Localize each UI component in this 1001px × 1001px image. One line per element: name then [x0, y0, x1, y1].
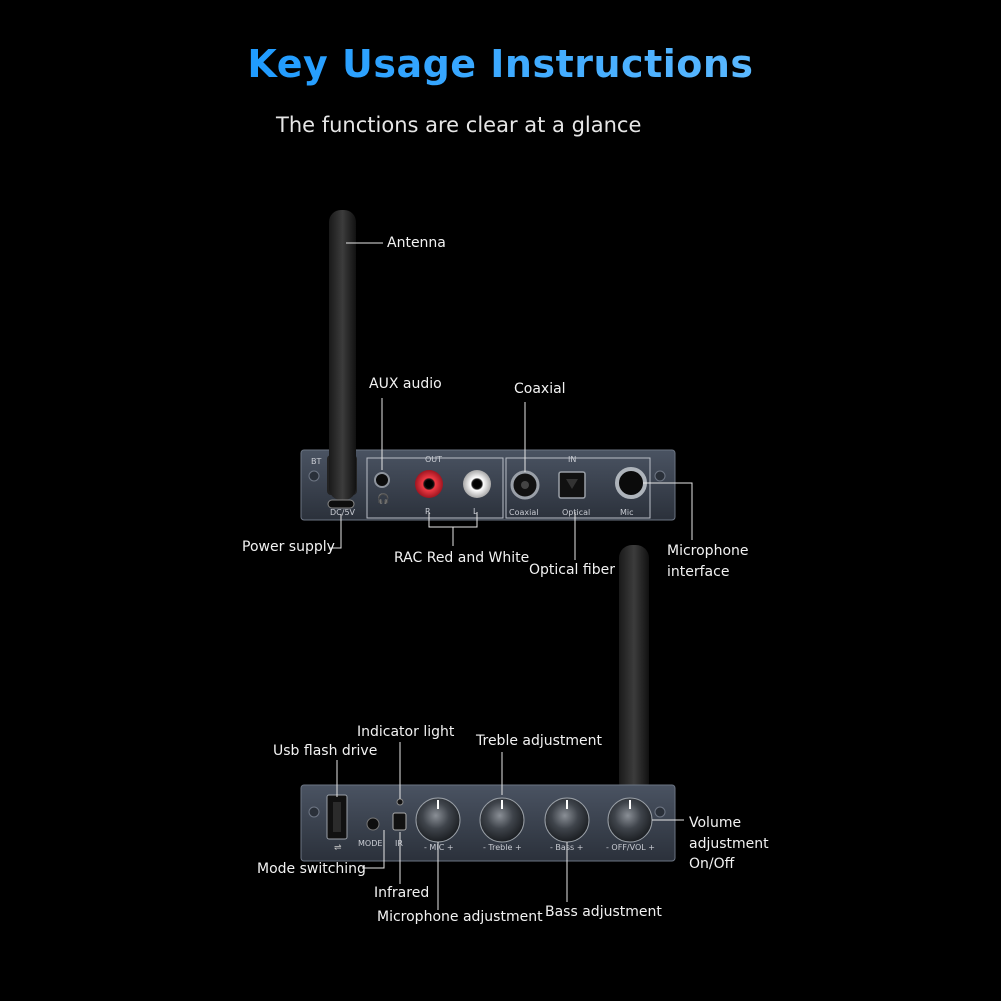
page-title: Key Usage Instructions	[247, 42, 754, 86]
label-mode-switching: Mode switching	[257, 861, 366, 877]
label-infrared: Infrared	[374, 885, 430, 901]
rear-leader-lines	[330, 242, 693, 560]
antenna	[619, 545, 649, 795]
coaxial-print: Coaxial	[509, 508, 539, 517]
mic-jack	[615, 467, 647, 499]
dc-print: DC/5V	[330, 508, 356, 517]
volume-knob-print: - OFF/VOL +	[606, 843, 655, 852]
label-optical-fiber: Optical fiber	[529, 562, 615, 578]
mode-print: MODE	[358, 839, 383, 848]
label-treble-adjustment: Treble adjustment	[476, 733, 603, 749]
antenna	[329, 210, 356, 500]
bt-print: BT	[311, 457, 322, 466]
volume-knob	[607, 797, 653, 843]
screw-icon	[308, 470, 320, 482]
mic-knob	[415, 797, 461, 843]
label-bass-adjustment: Bass adjustment	[545, 904, 662, 920]
label-volume-2: adjustment	[689, 836, 769, 852]
aux-jack	[374, 472, 390, 488]
headphone-icon: 🎧	[377, 492, 389, 505]
ir-window	[392, 812, 407, 831]
treble-knob	[479, 797, 525, 843]
dc-port	[327, 499, 355, 509]
label-usb-flash-drive: Usb flash drive	[273, 743, 378, 759]
label-volume-3: On/Off	[689, 856, 735, 872]
bass-knob-print: - Bass +	[550, 843, 584, 852]
screw-icon	[654, 470, 666, 482]
label-indicator-light: Indicator light	[357, 724, 455, 740]
indicator-light	[396, 798, 404, 806]
out-frame	[366, 457, 504, 519]
label-microphone-adjustment: Microphone adjustment	[377, 909, 543, 925]
in-frame	[505, 457, 651, 519]
front-panel: ⇌	[300, 545, 676, 862]
mic-knob-print: - MIC +	[424, 843, 454, 852]
label-power-supply: Power supply	[242, 539, 335, 555]
optical-print: Optical	[562, 508, 591, 517]
in-print: IN	[568, 455, 577, 464]
mic-print: Mic	[620, 508, 634, 517]
label-rca: RAC Red and White	[394, 550, 530, 566]
ir-print: IR	[395, 839, 403, 848]
label-coaxial: Coaxial	[514, 381, 566, 397]
mode-button	[366, 817, 380, 831]
r-print: R	[425, 507, 431, 516]
treble-knob-print: - Treble +	[483, 843, 522, 852]
rear-panel: 🎧	[300, 210, 676, 521]
usb-icon: ⇌	[334, 843, 342, 853]
label-antenna: Antenna	[387, 235, 446, 251]
out-print: OUT	[425, 455, 443, 464]
bass-knob	[544, 797, 590, 843]
label-microphone-interface: Microphone	[667, 543, 749, 559]
page-subtitle: The functions are clear at a glance	[276, 113, 642, 137]
front-leader-lines	[336, 742, 684, 910]
l-print: L	[473, 507, 478, 516]
label-microphone-interface-2: interface	[667, 564, 730, 580]
label-aux-audio: AUX audio	[369, 376, 442, 392]
label-volume: Volume	[689, 815, 742, 831]
